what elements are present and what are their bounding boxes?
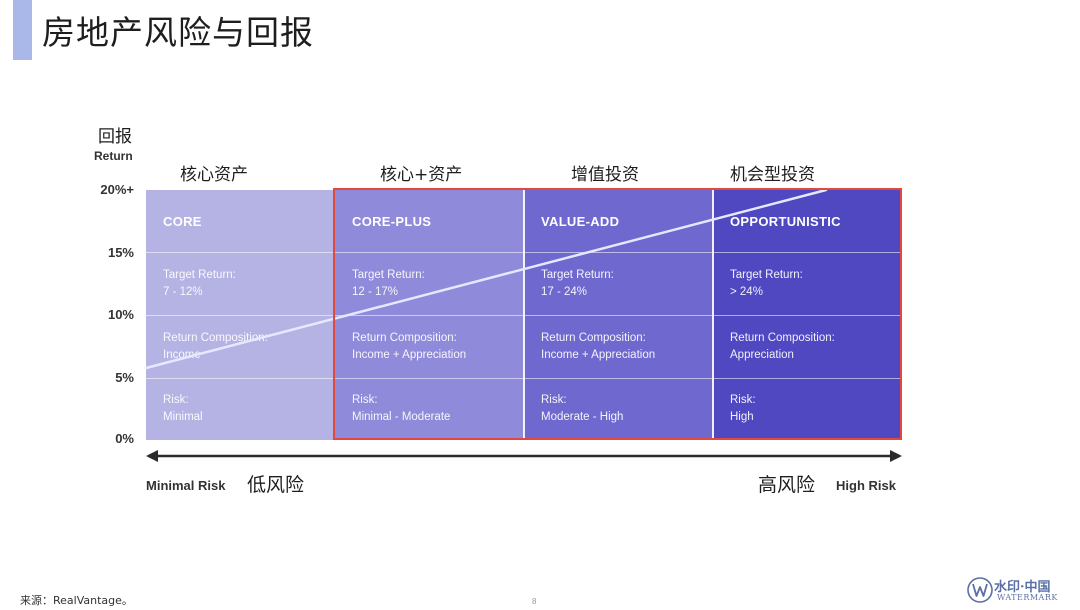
column-header-core: 核心资产	[180, 165, 248, 185]
y-axis-title-cn: 回报	[98, 127, 132, 147]
y-axis-title-en: Return	[94, 149, 133, 163]
source-note: 来源：RealVantage。	[20, 594, 133, 607]
risk-value: Moderate - High	[541, 411, 624, 423]
target-return-value: 12 - 17%	[352, 285, 399, 298]
target-return-cell: Target Return: > 24%	[713, 252, 900, 315]
y-tick-label: 20%+	[100, 182, 134, 197]
risk-axis-arrow	[146, 450, 902, 462]
watermark-en: WATERMARK	[997, 593, 1058, 602]
strategy-name: OPPORTUNISTIC	[730, 213, 841, 229]
watermark-cn: 水印·中国	[994, 580, 1051, 595]
column-header-value-add: 增值投资	[571, 165, 639, 185]
title-accent-bar	[13, 0, 32, 60]
risk-value: High	[730, 411, 754, 423]
return-composition-value: Income + Appreciation	[541, 348, 656, 361]
risk-value: Minimal	[163, 411, 203, 423]
return-composition-value: Appreciation	[730, 348, 794, 361]
risk-value: Minimal - Moderate	[352, 411, 451, 423]
strategy-matrix: CORE Target Return: 7 - 12% Return Compo…	[144, 188, 902, 440]
return-composition-label: Return Composition:	[163, 331, 268, 344]
strategy-name: CORE	[163, 213, 202, 229]
target-return-value: 7 - 12%	[163, 285, 203, 298]
risk-cell: Risk: High	[713, 378, 900, 440]
watermark-logo-icon	[967, 577, 993, 603]
risk-axis-right-en: High Risk	[836, 478, 896, 493]
risk-label: Risk:	[730, 394, 756, 406]
risk-cell: Risk: Minimal	[146, 378, 335, 440]
target-return-label: Target Return:	[730, 268, 803, 281]
target-return-cell: Target Return: 7 - 12%	[146, 252, 335, 315]
grid-column-divider	[712, 190, 714, 440]
risk-return-trend-line	[144, 188, 828, 370]
target-return-label: Target Return:	[163, 268, 236, 281]
target-return-label: Target Return:	[352, 268, 425, 281]
column-header-core-plus: 核心+资产	[380, 165, 463, 185]
target-return-value: > 24%	[730, 285, 763, 298]
return-composition-label: Return Composition:	[541, 331, 646, 344]
risk-cell: Risk: Minimal - Moderate	[335, 378, 524, 440]
return-composition-cell: Return Composition: Income	[146, 315, 335, 378]
page-title: 房地产风险与回报	[42, 13, 314, 52]
y-tick-label: 15%	[107, 245, 134, 260]
column-header-opportunistic: 机会型投资	[730, 165, 815, 185]
return-composition-cell: Return Composition: Appreciation	[713, 315, 900, 378]
strategy-name: CORE-PLUS	[352, 213, 432, 229]
y-tick-label: 0%	[115, 431, 134, 446]
y-tick-label: 10%	[107, 307, 134, 322]
y-tick-label: 5%	[115, 370, 134, 385]
target-return-cell: Target Return: 17 - 24%	[524, 252, 713, 315]
page-number: 8	[532, 597, 537, 606]
return-composition-label: Return Composition:	[730, 331, 835, 344]
target-return-label: Target Return:	[541, 268, 614, 281]
return-composition-cell: Return Composition: Income + Appreciatio…	[524, 315, 713, 378]
grid-column-divider	[523, 190, 525, 440]
arrow-right-icon	[890, 450, 902, 462]
trend-line	[144, 188, 828, 370]
risk-label: Risk:	[352, 394, 378, 406]
arrow-left-icon	[146, 450, 158, 462]
return-composition-value: Income	[163, 348, 201, 361]
strategy-name: VALUE-ADD	[541, 213, 620, 229]
return-composition-cell: Return Composition: Income + Appreciatio…	[335, 315, 524, 378]
target-return-value: 17 - 24%	[541, 285, 588, 298]
risk-label: Risk:	[163, 394, 189, 406]
risk-axis-left-en: Minimal Risk	[146, 478, 226, 493]
risk-axis-left-cn: 低风险	[247, 474, 305, 496]
risk-axis-right-cn: 高风险	[758, 474, 816, 496]
return-composition-value: Income + Appreciation	[352, 348, 467, 361]
risk-label: Risk:	[541, 394, 567, 406]
risk-cell: Risk: Moderate - High	[524, 378, 713, 440]
return-composition-label: Return Composition:	[352, 331, 457, 344]
watermark: 水印·中国 WATERMARK	[966, 574, 1074, 606]
target-return-cell: Target Return: 12 - 17%	[335, 252, 524, 315]
